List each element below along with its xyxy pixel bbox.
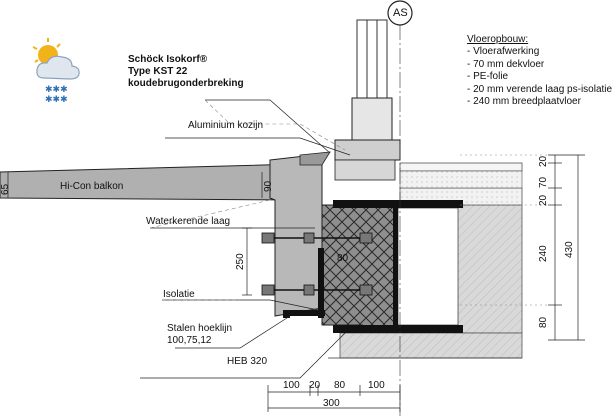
label-steel-angle: Stalen hoeklijn [167, 323, 233, 334]
floor-build-item: - 70 mm dekvloer [467, 58, 545, 70]
dim-bottom-300: 300 [323, 398, 340, 409]
dim-bottom-100a: 100 [283, 380, 300, 391]
dim-250: 250 [235, 253, 246, 270]
label-steel-angle-size: 100,75,12 [167, 335, 212, 346]
axis-marker-label: AS [393, 7, 408, 19]
dim-65: 65 [0, 183, 11, 195]
label-balcony: Hi-Con balkon [60, 181, 124, 192]
dim-90: 90 [263, 180, 274, 192]
floor-build-item: - Vloerafwerking [467, 46, 540, 58]
axis-line [387, 0, 413, 416]
label-insulation: Isolatie [163, 289, 195, 300]
dim-right-240: 240 [538, 245, 549, 262]
dim-right-430: 430 [564, 241, 575, 258]
product-type: Type KST 22 [128, 66, 188, 77]
dim-bottom-80: 80 [334, 380, 346, 391]
snow-cloud-sun-icon: ✱✱✱ ✱✱✱ [32, 38, 80, 105]
label-waterproof-layer: Waterkerende laag [146, 216, 231, 227]
aluminium-frame [334, 19, 401, 181]
label-heb: HEB 320 [227, 356, 268, 367]
leader-lines [140, 99, 351, 379]
right-dimension-chain [548, 154, 585, 341]
floor-build-item: - 240 mm breedplaatvloer [467, 96, 581, 108]
dim-right-80: 80 [538, 316, 549, 328]
dim-right-70: 70 [538, 176, 549, 188]
svg-text:✱✱✱: ✱✱✱ [45, 85, 68, 95]
floor-build-item: - PE-folie [467, 71, 509, 83]
product-name: Schöck Isokorf® [128, 54, 208, 65]
balcony-slab [0, 151, 331, 317]
label-aluminium-frame: Aluminium kozijn [188, 120, 264, 131]
isokorf-bolts [261, 232, 373, 296]
steel-angle [283, 310, 325, 318]
heb-320-beam [333, 200, 463, 333]
floor-build-title: Vloeropbouw: [467, 34, 529, 45]
floor-slab [328, 162, 523, 359]
dim-bottom-100b: 100 [368, 380, 385, 391]
dim-80-center: 80 [337, 253, 349, 264]
product-function: koudebrugonderbreking [128, 78, 244, 89]
bottom-dimension-chain [267, 385, 401, 412]
dim-right-20b: 20 [538, 194, 549, 206]
svg-text:✱✱✱: ✱✱✱ [45, 95, 68, 105]
dim-right-20a: 20 [538, 155, 549, 167]
floor-build-item: - 20 mm verende laag ps-isolatie [467, 83, 612, 95]
dim-bottom-20: 20 [309, 380, 321, 391]
floor-build-list: Vloeropbouw: - Vloerafwerking - 70 mm de… [467, 34, 612, 108]
